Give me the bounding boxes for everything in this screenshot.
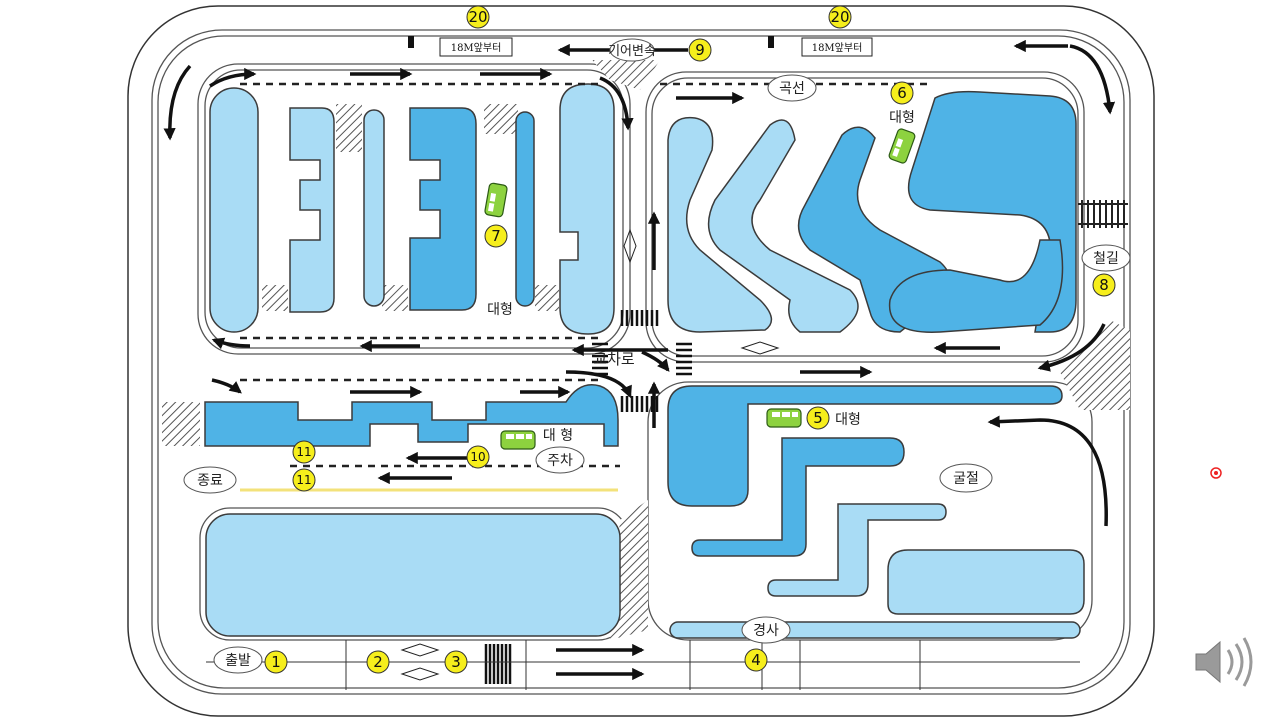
svg-text:8: 8	[1099, 276, 1109, 294]
hatch-area	[592, 60, 660, 90]
marker-11a: 11	[292, 440, 316, 464]
pool-dark	[515, 111, 535, 307]
pool-light-curve	[707, 119, 859, 333]
pool-light-curve	[667, 116, 773, 333]
end-oval	[183, 466, 237, 494]
svg-text:1: 1	[271, 653, 281, 671]
crank-label: 굴절	[953, 471, 979, 487]
svg-text:9: 9	[695, 41, 705, 59]
gear-shift-oval	[609, 38, 655, 62]
distance-sign-right	[801, 37, 873, 57]
hatch-area	[382, 285, 408, 311]
parking-oval	[535, 446, 585, 474]
marker-6: 6	[890, 81, 914, 105]
pool-light	[363, 109, 385, 307]
svg-text:20: 20	[468, 8, 487, 26]
intersection-label: 교차로	[593, 350, 635, 368]
sign-post	[768, 36, 774, 48]
svg-text:6: 6	[897, 84, 907, 102]
marker-9: 9	[688, 38, 712, 62]
bus-icon	[766, 408, 802, 428]
large-vehicle-label-center: 대형	[487, 302, 513, 318]
pool-light	[289, 107, 335, 313]
large-vehicle-label-top: 대형	[889, 110, 915, 126]
slope-oval	[741, 616, 791, 644]
hatch-area	[535, 285, 559, 311]
marker-1: 1	[264, 650, 288, 674]
distance-sign-left	[439, 37, 513, 57]
bus-icon	[888, 128, 916, 164]
distance-sign-right-text: 18M앞부터	[812, 42, 863, 54]
top-left-block-rim-inner	[204, 69, 624, 349]
svg-text:20: 20	[830, 8, 849, 26]
railroad-track	[1078, 200, 1128, 228]
svg-text:7: 7	[491, 227, 501, 245]
svg-text:5: 5	[813, 409, 823, 427]
svg-text:2: 2	[373, 653, 383, 671]
svg-text:4: 4	[751, 651, 761, 669]
hatch-area	[336, 104, 362, 152]
pool-dark-strip	[204, 384, 619, 447]
pool-light-slope	[669, 621, 1081, 639]
svg-text:11: 11	[296, 473, 311, 487]
marker-20b: 20	[828, 5, 852, 29]
bus-icon	[484, 182, 508, 218]
large-vehicle-label-right: 대형	[835, 412, 861, 428]
railroad-label: 철길	[1093, 251, 1119, 267]
pool-light-crank	[767, 503, 947, 597]
hatch-area	[262, 285, 288, 311]
pool-light	[209, 87, 259, 333]
hatch-area	[484, 104, 518, 134]
railroad-oval	[1081, 244, 1131, 272]
svg-text:3: 3	[451, 653, 461, 671]
marker-11b: 11	[292, 468, 316, 492]
crosswalk	[484, 310, 692, 684]
pool-dark-curve	[888, 239, 1064, 333]
svg-text:10: 10	[470, 450, 485, 464]
slope-label: 경사	[753, 623, 779, 639]
marker-3: 3	[444, 650, 468, 674]
sign-post	[408, 36, 414, 48]
start-oval	[213, 646, 263, 674]
pool-light-large	[205, 513, 621, 637]
bus-icon	[500, 430, 536, 450]
marker-2: 2	[366, 650, 390, 674]
marker-8: 8	[1092, 273, 1116, 297]
hatch-area	[162, 402, 200, 446]
pool-light	[559, 83, 615, 335]
marker-7: 7	[484, 224, 508, 248]
speaker-icon[interactable]	[1195, 637, 1253, 687]
marker-20a: 20	[466, 5, 490, 29]
curve-label: 곡선	[779, 81, 805, 97]
curve-oval	[767, 74, 817, 102]
marker-5: 5	[806, 406, 830, 430]
crank-oval	[939, 463, 993, 493]
pool-dark-crank	[667, 385, 1063, 507]
svg-text:11: 11	[296, 445, 311, 459]
top-left-block-rim	[197, 63, 631, 355]
distance-sign-left-text: 18M앞부터	[451, 42, 502, 54]
marker-10: 10	[466, 445, 490, 469]
red-dot-cursor-icon	[1210, 467, 1222, 479]
start-label: 출발	[225, 653, 251, 669]
pool-light-crank	[887, 549, 1085, 615]
lane-diamonds	[400, 228, 780, 681]
pool-dark-crank	[691, 437, 905, 557]
end-label: 종료	[197, 473, 223, 489]
pool-dark-curve	[907, 90, 1077, 333]
marker-4: 4	[744, 648, 768, 672]
large-vehicle-label-parking: 대 형	[543, 428, 573, 444]
top-right-block-rim	[645, 71, 1085, 363]
gear-shift-label: 기어변속	[608, 44, 656, 59]
hatch-area	[1060, 320, 1130, 410]
pool-dark	[409, 107, 477, 311]
parking-label: 주차	[547, 453, 573, 469]
